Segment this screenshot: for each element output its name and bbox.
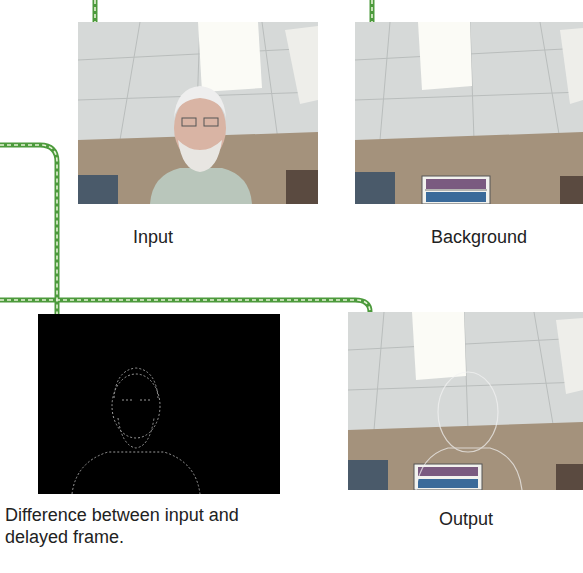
input-photo [78, 22, 318, 204]
background-photo [355, 22, 583, 204]
input-panel: Input [78, 22, 318, 204]
background-panel: Background [355, 22, 583, 204]
output-photo [348, 312, 583, 490]
panel-caption: Background [379, 226, 579, 248]
difference-image [38, 314, 280, 494]
output-panel: Output [348, 312, 583, 490]
panel-caption: Difference between input and delayed fra… [5, 504, 280, 548]
difference-panel: Difference between input and delayed fra… [38, 314, 280, 494]
panel-caption: Input [53, 226, 253, 248]
panel-caption: Output [366, 508, 566, 530]
signal-wire [0, 0, 372, 314]
